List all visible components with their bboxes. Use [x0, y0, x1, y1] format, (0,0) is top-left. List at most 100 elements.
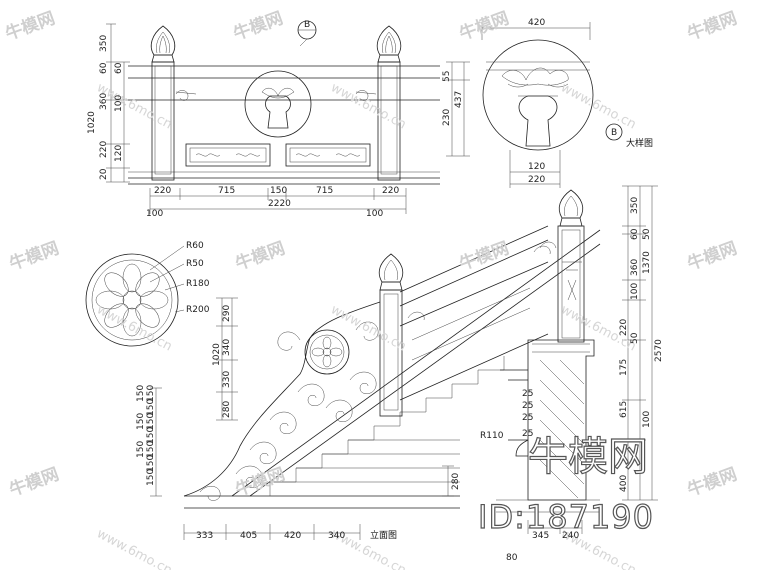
watermark-brand: 牛模网 — [685, 464, 740, 501]
dim-label: 150 — [146, 441, 156, 458]
label-layer: 350 60 60 360 1020 100 220 120 20 220 71… — [87, 18, 664, 563]
dim-label: 330 — [222, 371, 232, 388]
dim-label: 420 — [284, 531, 301, 541]
watermark-brand: 牛模网 — [457, 8, 512, 45]
dim-label: 715 — [218, 186, 235, 196]
finial-right — [376, 25, 402, 63]
dim-label: 150 — [136, 441, 146, 458]
radius-label: R50 — [186, 259, 204, 269]
dim-label: 615 — [619, 401, 629, 418]
watermark-brand: 牛模网 — [233, 238, 288, 275]
detail-title: 大样图 — [626, 137, 653, 149]
dim-label: 100 — [630, 283, 640, 300]
dim-label: 220 — [619, 319, 629, 336]
dim-label: 100 — [146, 209, 163, 219]
dim-label: 60 — [630, 228, 640, 240]
watermark-brand: 牛模网 — [685, 8, 740, 45]
dim-label: 150 — [146, 469, 156, 486]
dim-label: 220 — [382, 186, 399, 196]
dim-label: 150 — [146, 427, 156, 444]
dim-label: 60 — [99, 62, 109, 74]
radius-label: R110 — [480, 431, 504, 441]
dim-label: 100 — [114, 95, 124, 112]
dim-label: 290 — [222, 305, 232, 322]
dim-label: 220 — [99, 141, 109, 158]
dim-label: 1020 — [87, 111, 97, 134]
watermark-brand: 牛模网 — [7, 238, 62, 275]
dim-label: 20 — [99, 168, 109, 180]
watermark-site: www.6mo.cn — [558, 80, 638, 132]
dim-label: 350 — [99, 35, 109, 52]
finial-left — [150, 25, 176, 63]
dim-label: 150 — [146, 385, 156, 402]
callout-b-detail-marker — [605, 123, 623, 141]
dim-label: 437 — [454, 91, 464, 108]
dim-label: 333 — [196, 531, 213, 541]
dim-label: 230 — [442, 109, 452, 126]
dim-label: 25 — [522, 413, 533, 423]
dim-label: 220 — [528, 175, 545, 185]
dim-label: 25 — [522, 389, 533, 399]
dim-label: 350 — [630, 197, 640, 214]
dim-label: 405 — [240, 531, 257, 541]
dim-label: 25 — [522, 429, 533, 439]
dim-label: 175 — [619, 359, 629, 376]
dim-label: 120 — [528, 162, 545, 172]
dim-label: 220 — [154, 186, 171, 196]
dim-label: 1370 — [642, 251, 652, 274]
dim-label: 50 — [630, 332, 640, 344]
dim-label: 80 — [506, 553, 518, 563]
radius-label: R60 — [186, 241, 204, 251]
dim-label: 2220 — [268, 199, 291, 209]
watermark-id: ID:187190 — [478, 498, 654, 536]
dim-label: 360 — [99, 93, 109, 110]
dim-label: 100 — [642, 411, 652, 428]
watermark-brand: 牛模网 — [3, 8, 58, 45]
section-view — [496, 185, 658, 534]
dim-label: 420 — [528, 18, 545, 28]
watermark-site: www.6mo.cn — [94, 302, 174, 354]
dim-label: 55 — [442, 71, 452, 82]
watermark-site: www.6mo.cn — [328, 80, 408, 132]
dim-label: 360 — [630, 259, 640, 276]
dim-label: 280 — [222, 401, 232, 418]
watermark-brand: 牛模网 — [231, 8, 286, 45]
callout-label: B — [611, 128, 617, 138]
rosette-detail — [85, 245, 185, 347]
elevation-title: 立面图 — [370, 529, 397, 541]
watermark-brand: 牛模网 — [7, 464, 62, 501]
watermark-brand-large: 牛模网 — [528, 434, 648, 480]
dim-label: 150 — [146, 399, 156, 416]
dim-label: 150 — [136, 385, 146, 402]
dim-label: 150 — [146, 413, 156, 430]
radius-label: R200 — [186, 305, 210, 315]
watermark-site: www.6mo.cn — [94, 526, 174, 570]
dim-label: 1020 — [212, 343, 222, 366]
dim-label: 340 — [222, 339, 232, 356]
dim-label: 120 — [114, 145, 124, 162]
dim-label: 2570 — [654, 339, 664, 362]
dim-label: 60 — [114, 62, 124, 74]
dim-label: 400 — [619, 475, 629, 492]
dim-label: 715 — [316, 186, 333, 196]
dim-label: 150 — [146, 455, 156, 472]
stair-elevation — [150, 189, 601, 540]
dim-label: 25 — [522, 401, 533, 411]
dim-label: 150 — [136, 413, 146, 430]
dim-label: 345 — [532, 531, 549, 541]
dim-label: 280 — [451, 473, 461, 490]
detail-view-b — [481, 22, 623, 188]
callout-label: B — [304, 20, 310, 30]
watermark-brand: 牛模网 — [457, 238, 512, 275]
dim-label: 240 — [562, 531, 579, 541]
dim-label: 100 — [366, 209, 383, 219]
dim-label: 150 — [270, 186, 287, 196]
radius-label: R180 — [186, 279, 210, 289]
dim-label: 340 — [328, 531, 345, 541]
dim-label: 50 — [642, 228, 652, 240]
watermark-brand: 牛模网 — [685, 238, 740, 275]
top-railing-elevation — [106, 20, 470, 214]
watermark-site: www.6mo.cn — [328, 302, 408, 354]
